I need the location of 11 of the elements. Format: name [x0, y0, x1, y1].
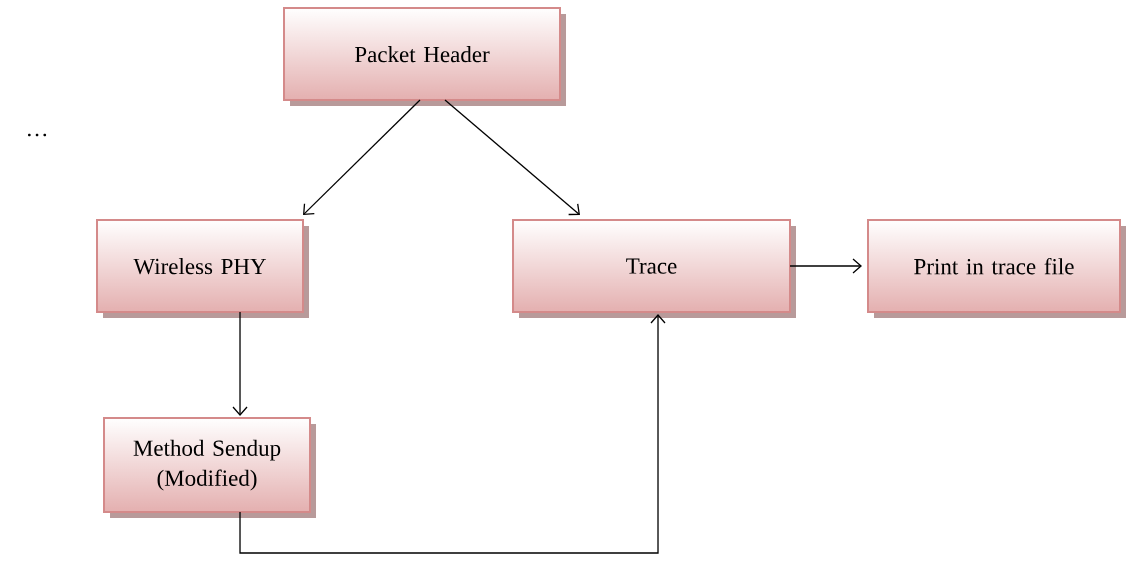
- process-box: Trace: [512, 219, 796, 318]
- process-box: Packet Header: [283, 7, 566, 106]
- process-box: Print in trace file: [867, 219, 1126, 318]
- arrow: [444, 99, 580, 216]
- ellipsis-note: …: [28, 133, 47, 137]
- process-box: Method Sendup (Modified): [103, 417, 316, 518]
- arrow: [789, 258, 862, 274]
- process-box: Wireless PHY: [96, 219, 309, 318]
- arrow: [239, 314, 666, 554]
- arrow: [303, 99, 421, 215]
- arrow: [232, 311, 248, 416]
